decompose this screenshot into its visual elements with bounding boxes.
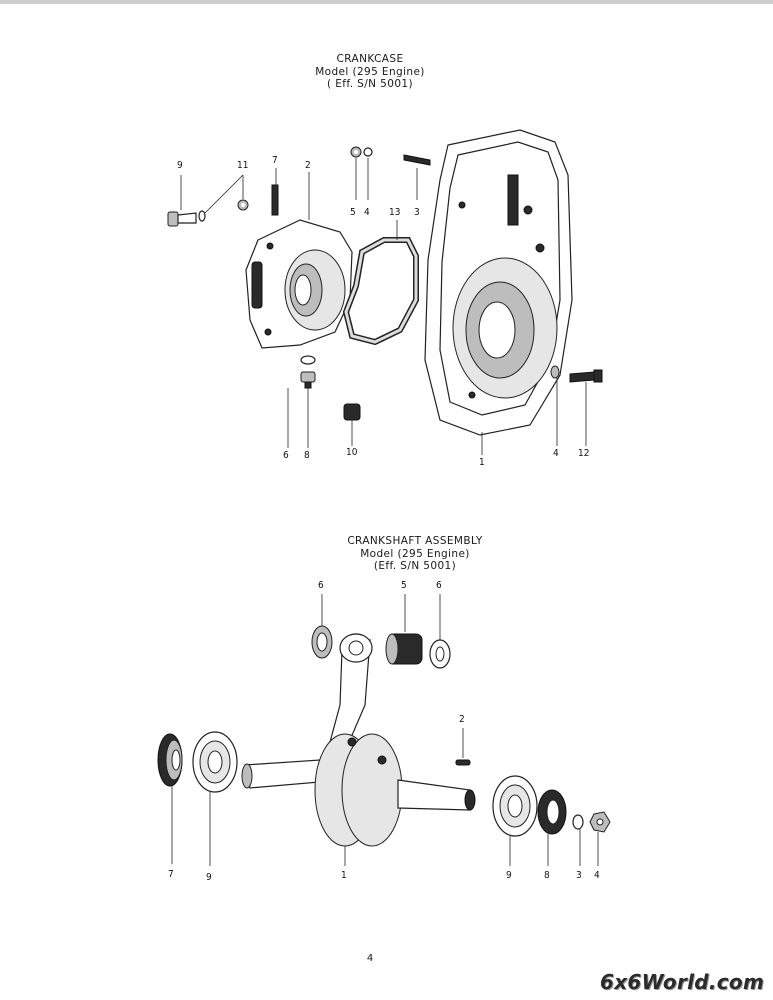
crankshaft-title-block: CRANKSHAFT ASSEMBLY Model (295 Engine) (… — [320, 535, 510, 573]
callout-crankcase-9: 9 — [177, 160, 183, 171]
callout-crankcase-4-top: 4 — [364, 207, 370, 218]
gasket-part-13 — [342, 237, 419, 346]
page-number: 4 — [366, 953, 374, 964]
crankcase-diagram: 9 11 7 2 5 4 13 3 6 8 10 1 4 12 — [167, 129, 603, 468]
nut-part-11 — [237, 199, 249, 211]
callout-crankcase-11: 11 — [237, 160, 248, 171]
callout-crankshaft-9-left: 9 — [206, 872, 212, 883]
nut-part-4 — [589, 811, 611, 833]
plug-part-10 — [343, 403, 361, 421]
callout-crankshaft-1: 1 — [341, 870, 347, 881]
callout-crankshaft-3: 3 — [576, 870, 582, 881]
crankcase-title: CRANKCASE — [336, 53, 404, 65]
callout-crankcase-7: 7 — [272, 155, 278, 166]
callout-crankshaft-6-right: 6 — [436, 580, 442, 591]
washer-part-6 — [300, 355, 316, 365]
callout-crankcase-13: 13 — [389, 207, 400, 218]
callout-crankshaft-7: 7 — [168, 869, 174, 880]
ball-bearing-part-9-right — [492, 775, 538, 837]
callout-crankshaft-6-left: 6 — [318, 580, 324, 591]
crankshaft-diagram: 6 5 6 2 7 9 1 9 8 3 4 — [157, 580, 611, 883]
callout-crankcase-1: 1 — [479, 457, 485, 468]
crankshaft-title: CRANKSHAFT ASSEMBLY — [347, 535, 483, 547]
callout-crankcase-6: 6 — [283, 450, 289, 461]
crankcase-model: Model (295 Engine) — [315, 65, 425, 78]
bolt-part-9 — [167, 210, 206, 227]
callout-crankcase-3: 3 — [414, 207, 420, 218]
crankcase-leader-lines — [180, 158, 587, 455]
callout-crankshaft-5: 5 — [401, 580, 407, 591]
top-border — [0, 0, 773, 4]
thrust-washer-part-6-left — [311, 625, 333, 659]
crankcase-title-block: CRANKCASE Model (295 Engine) ( Eff. S/N … — [300, 53, 440, 91]
callout-crankcase-4: 4 — [553, 448, 559, 459]
callout-crankshaft-2: 2 — [459, 714, 465, 725]
callout-crankcase-12: 12 — [578, 448, 589, 459]
crankshaft-leader-lines — [171, 594, 599, 866]
crankshaft-part-1 — [241, 633, 476, 847]
callout-crankcase-5: 5 — [350, 207, 356, 218]
bolt-part-12 — [569, 369, 603, 383]
crankshaft-model: Model (295 Engine) — [360, 547, 470, 560]
ball-bearing-part-9-left — [192, 731, 238, 793]
thrust-washer-part-6-right — [429, 639, 451, 669]
crankcase-housing-part-1 — [424, 129, 573, 436]
callout-crankcase-10: 10 — [346, 447, 358, 458]
needle-bearing-part-5 — [385, 633, 423, 665]
watermark-logo: 6x6World.com — [600, 970, 765, 994]
washer-part-3 — [572, 814, 584, 830]
callout-crankshaft-8: 8 — [544, 870, 550, 881]
cover-part-2 — [245, 219, 353, 349]
callout-crankcase-8: 8 — [304, 450, 310, 461]
callout-crankcase-2: 2 — [305, 160, 311, 171]
bearing-part-7 — [157, 733, 183, 787]
callout-crankshaft-9-right: 9 — [506, 870, 512, 881]
washer-part-4-top — [363, 147, 373, 157]
oil-seal-part-8 — [537, 789, 567, 835]
crankcase-serial: ( Eff. S/N 5001) — [327, 78, 413, 90]
stud-part-3 — [403, 154, 431, 166]
stud-part-7 — [271, 184, 279, 216]
plug-part-8 — [300, 371, 316, 389]
callout-crankshaft-4: 4 — [594, 870, 600, 881]
key-pin-part-2 — [455, 759, 471, 766]
crankshaft-serial: (Eff. S/N 5001) — [373, 560, 457, 572]
washer-part-4-right — [550, 365, 560, 379]
nut-part-5 — [350, 146, 362, 158]
